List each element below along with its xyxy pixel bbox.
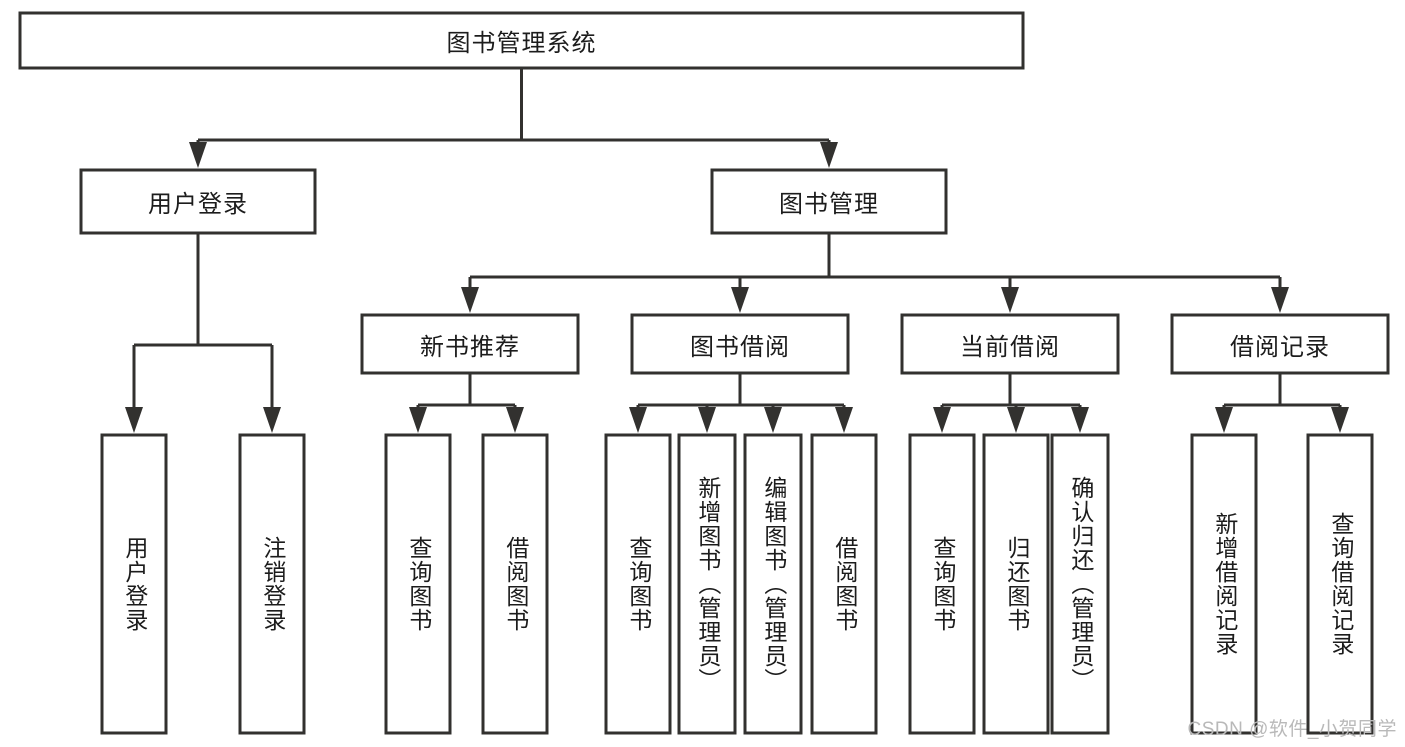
node-box-leaf-confirm-return[interactable] bbox=[1050, 433, 1110, 735]
arrow-head-icon-leaf-add-borrow-record bbox=[1215, 407, 1233, 433]
node-box-leaf-user-login[interactable] bbox=[100, 433, 168, 735]
arrow-head-icon-leaf-add-book bbox=[698, 407, 716, 433]
watermark-text: CSDN @软件_小贺同学 bbox=[1187, 719, 1397, 740]
arrow-head-icon-current-borrow bbox=[1001, 287, 1019, 313]
arrow-head-icon-leaf-confirm-return bbox=[1071, 407, 1089, 433]
arrow-head-icon-book-borrow bbox=[731, 287, 749, 313]
arrow-head-icon-leaf-query-borrow-record bbox=[1331, 407, 1349, 433]
arrow-head-icon-leaf-query-book-1 bbox=[409, 407, 427, 433]
node-box-borrow-record[interactable] bbox=[1170, 313, 1390, 375]
node-box-leaf-query-borrow-record[interactable] bbox=[1306, 433, 1374, 735]
connector-layer bbox=[125, 68, 1349, 433]
arrow-head-icon-user-login bbox=[189, 142, 207, 168]
node-box-leaf-add-book[interactable] bbox=[677, 433, 737, 735]
arrow-head-icon-leaf-edit-book bbox=[764, 407, 782, 433]
node-box-user-login[interactable] bbox=[79, 168, 317, 235]
node-box-current-borrow[interactable] bbox=[900, 313, 1120, 375]
node-box-leaf-add-borrow-record[interactable] bbox=[1190, 433, 1258, 735]
node-box-leaf-edit-book[interactable] bbox=[743, 433, 803, 735]
node-box-root[interactable] bbox=[18, 11, 1025, 70]
node-box-leaf-return-book[interactable] bbox=[982, 433, 1050, 735]
arrow-head-icon-leaf-user-logout bbox=[263, 407, 281, 433]
node-box-leaf-query-book-1[interactable] bbox=[384, 433, 452, 735]
node-box-new-book-recommend[interactable] bbox=[360, 313, 580, 375]
node-box-leaf-query-book-2[interactable] bbox=[604, 433, 672, 735]
node-box-book-management[interactable] bbox=[710, 168, 948, 235]
node-box-leaf-query-book-3[interactable] bbox=[908, 433, 976, 735]
arrow-head-icon-book-management bbox=[820, 142, 838, 168]
node-box-leaf-borrow-book-2[interactable] bbox=[810, 433, 878, 735]
node-box-book-borrow[interactable] bbox=[630, 313, 850, 375]
arrow-head-icon-leaf-query-book-2 bbox=[629, 407, 647, 433]
arrow-head-icon-leaf-query-book-3 bbox=[933, 407, 951, 433]
arrow-head-icon-leaf-borrow-book-2 bbox=[835, 407, 853, 433]
arrow-head-icon-leaf-user-login bbox=[125, 407, 143, 433]
arrow-head-icon-new-book-recommend bbox=[461, 287, 479, 313]
node-box-leaf-borrow-book-1[interactable] bbox=[481, 433, 549, 735]
box-layer bbox=[18, 11, 1390, 735]
arrow-head-icon-leaf-return-book bbox=[1007, 407, 1025, 433]
arrow-head-icon-borrow-record bbox=[1271, 287, 1289, 313]
arrow-head-icon-leaf-borrow-book-1 bbox=[506, 407, 524, 433]
node-box-leaf-user-logout[interactable] bbox=[238, 433, 306, 735]
